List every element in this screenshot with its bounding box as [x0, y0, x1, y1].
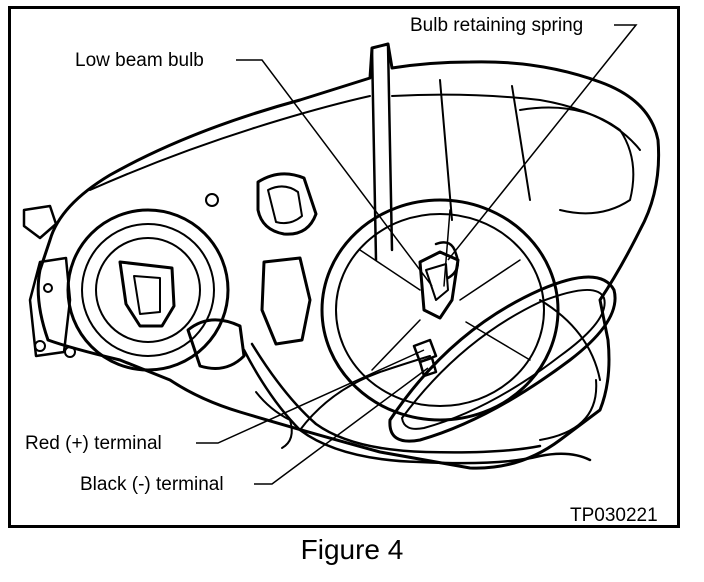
label-black-terminal: Black (-) terminal	[80, 474, 224, 495]
headlamp-housing	[36, 42, 661, 470]
figure-code: TP030221	[570, 505, 658, 526]
wiring-harness	[242, 348, 592, 465]
figure-caption: Figure 4	[300, 534, 404, 565]
bulb-cover-ring	[388, 275, 617, 443]
position-lamp-socket	[256, 172, 318, 236]
bulb-retaining-spring	[434, 241, 459, 280]
low-beam-opening	[320, 198, 560, 422]
label-bulb-retaining-spring: Bulb retaining spring	[410, 15, 584, 36]
leader-low-beam	[236, 59, 433, 287]
label-red-terminal: Red (+) terminal	[25, 433, 162, 454]
connector	[260, 256, 312, 346]
leader-spring	[447, 24, 638, 261]
low-beam-bulb	[418, 250, 460, 320]
turn-signal-socket	[66, 208, 230, 372]
leader-red	[196, 349, 425, 444]
mounting-tab	[22, 204, 58, 240]
housing-rim	[89, 95, 371, 191]
label-low-beam-bulb: Low beam bulb	[75, 50, 204, 71]
leader-black	[254, 367, 429, 485]
red-terminal	[412, 338, 438, 364]
top-bracket	[370, 42, 394, 262]
